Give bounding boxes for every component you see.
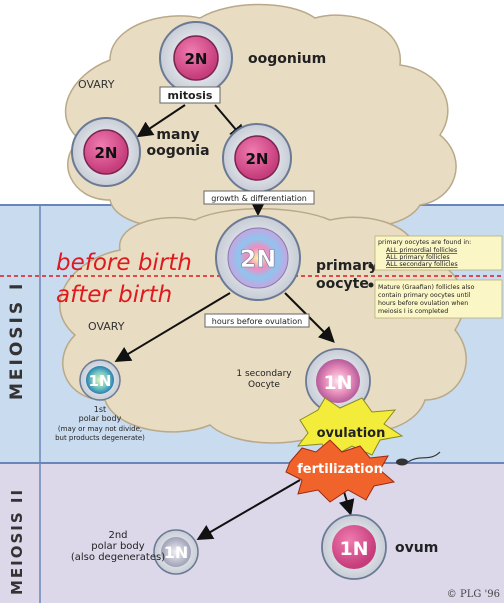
fertilization-label: fertilization bbox=[297, 462, 383, 477]
ovum-cell-label: 1N bbox=[339, 538, 368, 560]
oogonia-right-label: 2N bbox=[246, 150, 269, 168]
mitosis-label: mitosis bbox=[168, 89, 213, 102]
oogonium-cell-label: 2N bbox=[185, 50, 208, 68]
secondary-label-2: Oocyte bbox=[248, 380, 280, 390]
meiosis-2-side-label: MEIOSIS II bbox=[8, 488, 26, 595]
svg-text:ALL secondary follicles: ALL secondary follicles bbox=[386, 261, 458, 268]
svg-text:primary oocytes are found in:: primary oocytes are found in: bbox=[378, 239, 471, 246]
svg-text:Mature (Graafian) follicles al: Mature (Graafian) follicles also bbox=[378, 284, 475, 291]
primary-cell-label: 2N bbox=[240, 245, 277, 273]
second-polar-label-3: (also degenerates) bbox=[71, 552, 165, 563]
ovary-top-label: OVARY bbox=[78, 78, 115, 91]
ovum-cell: 1N bbox=[322, 515, 386, 579]
meiosis-1-side-label: MEIOSIS I bbox=[7, 281, 27, 400]
svg-text:ALL primordial follicles: ALL primordial follicles bbox=[386, 247, 457, 254]
first-polar-cell-label: 1N bbox=[89, 372, 112, 390]
oogonium-label: oogonium bbox=[248, 51, 326, 67]
oogonia-cell-left: 2N bbox=[72, 118, 140, 186]
ovary-bottom-label: OVARY bbox=[88, 320, 125, 333]
before-birth-label: before birth bbox=[56, 250, 192, 276]
first-polar-label-2: polar body bbox=[79, 414, 122, 423]
note-primary-found: primary oocytes are found in: ALL primor… bbox=[375, 236, 502, 270]
oocyte-label: oocyte bbox=[316, 276, 369, 292]
first-polar-label-3: (may or may not divide, bbox=[58, 425, 142, 433]
secondary-label-1: 1 secondary bbox=[236, 369, 292, 379]
copyright: © PLG '96 bbox=[447, 589, 500, 600]
second-polar-label-1: 2nd bbox=[108, 530, 127, 541]
many-label: many bbox=[156, 127, 199, 143]
oogonia-cell-right: 2N bbox=[223, 124, 291, 192]
growth-label: growth & differentiation bbox=[211, 194, 307, 203]
svg-text:hours before ovulation when: hours before ovulation when bbox=[378, 300, 468, 307]
hours-label: hours before ovulation bbox=[212, 317, 302, 326]
bullet-2 bbox=[369, 283, 374, 288]
second-polar-label-2: polar body bbox=[91, 541, 144, 552]
first-polar-label-1: 1st bbox=[94, 405, 106, 414]
primary-oocyte-cell: 2N bbox=[216, 216, 300, 300]
ovum-label: ovum bbox=[395, 540, 438, 556]
oogonia-label: oogonia bbox=[146, 143, 209, 159]
svg-text:meiosis I is completed: meiosis I is completed bbox=[378, 308, 448, 315]
after-birth-label: after birth bbox=[56, 282, 172, 308]
svg-text:ALL primary follicles: ALL primary follicles bbox=[386, 254, 450, 261]
oogonia-left-label: 2N bbox=[95, 144, 118, 162]
oogonium-cell: 2N bbox=[160, 22, 232, 94]
first-polar-label-4: but products degenerate) bbox=[55, 434, 145, 442]
meiosis-2-band bbox=[0, 463, 504, 603]
ovulation-label: ovulation bbox=[317, 426, 386, 441]
secondary-cell-label: 1N bbox=[323, 372, 352, 394]
svg-text:contain primary oocytes until: contain primary oocytes until bbox=[378, 292, 471, 299]
bullet-1 bbox=[369, 264, 374, 269]
note-mature-follicles: Mature (Graafian) follicles also contain… bbox=[375, 280, 502, 318]
first-polar-body-cell: 1N bbox=[80, 360, 120, 400]
second-polar-cell-label: 1N bbox=[164, 543, 189, 562]
